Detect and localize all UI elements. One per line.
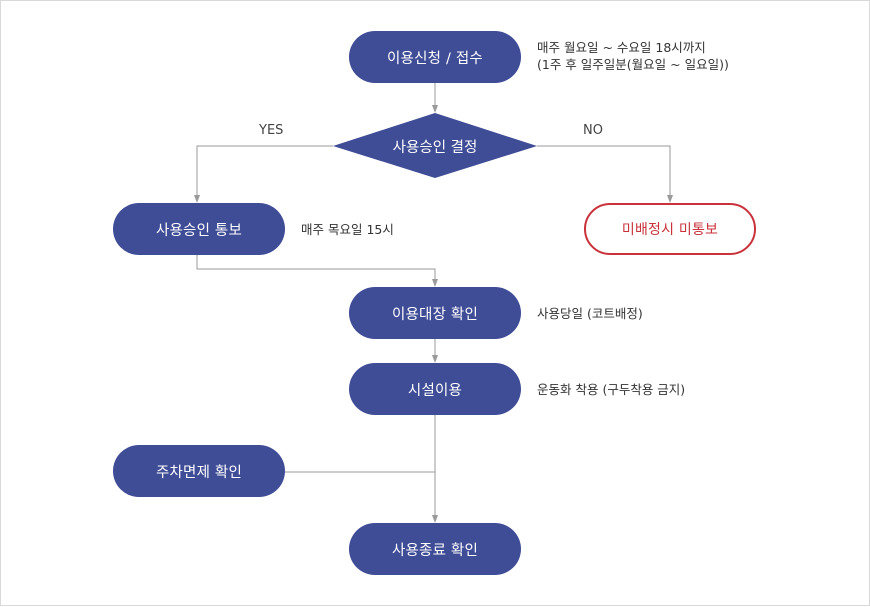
connector-no xyxy=(537,145,673,203)
note-check-ledger: 사용당일 (코트배정) xyxy=(537,306,643,321)
note-use-facility: 운동화 착용 (구두착용 금지) xyxy=(537,382,686,397)
note-apply-line1: 매주 월요일 ~ 수요일 18시까지 xyxy=(537,40,706,55)
node-use-facility-label: 시설이용 xyxy=(407,382,463,399)
node-approved: 사용승인 통보 xyxy=(113,203,285,255)
note-approved: 매주 목요일 15시 xyxy=(301,222,394,237)
node-end: 사용종료 확인 xyxy=(349,523,521,575)
node-check-ledger: 이용대장 확인 xyxy=(349,287,521,339)
node-apply: 이용신청 / 접수 xyxy=(349,31,521,83)
node-not-assigned-label: 미배정시 미통보 xyxy=(621,222,719,238)
node-not-assigned: 미배정시 미통보 xyxy=(584,203,756,255)
node-apply-label: 이용신청 / 접수 xyxy=(387,50,483,67)
node-use-facility: 시설이용 xyxy=(349,363,521,415)
node-parking-label: 주차면제 확인 xyxy=(155,464,243,481)
node-end-label: 사용종료 확인 xyxy=(391,542,479,559)
note-apply-line2: (1주 후 일주일분(월요일 ~ 일요일)) xyxy=(537,57,729,72)
node-decision: 사용승인 결정 xyxy=(353,131,517,161)
note-apply: 매주 월요일 ~ 수요일 18시까지 (1주 후 일주일분(월요일 ~ 일요일)… xyxy=(537,39,729,73)
node-parking: 주차면제 확인 xyxy=(113,445,285,497)
branch-no-label: NO xyxy=(583,123,603,138)
node-approved-label: 사용승인 통보 xyxy=(155,222,243,239)
node-check-ledger-label: 이용대장 확인 xyxy=(391,306,479,323)
branch-yes-label: YES xyxy=(259,123,284,138)
decision-diamond xyxy=(333,113,537,178)
node-decision-label: 사용승인 결정 xyxy=(392,139,478,156)
connector-yes xyxy=(194,145,333,203)
connector-approved-ledger xyxy=(196,255,438,287)
